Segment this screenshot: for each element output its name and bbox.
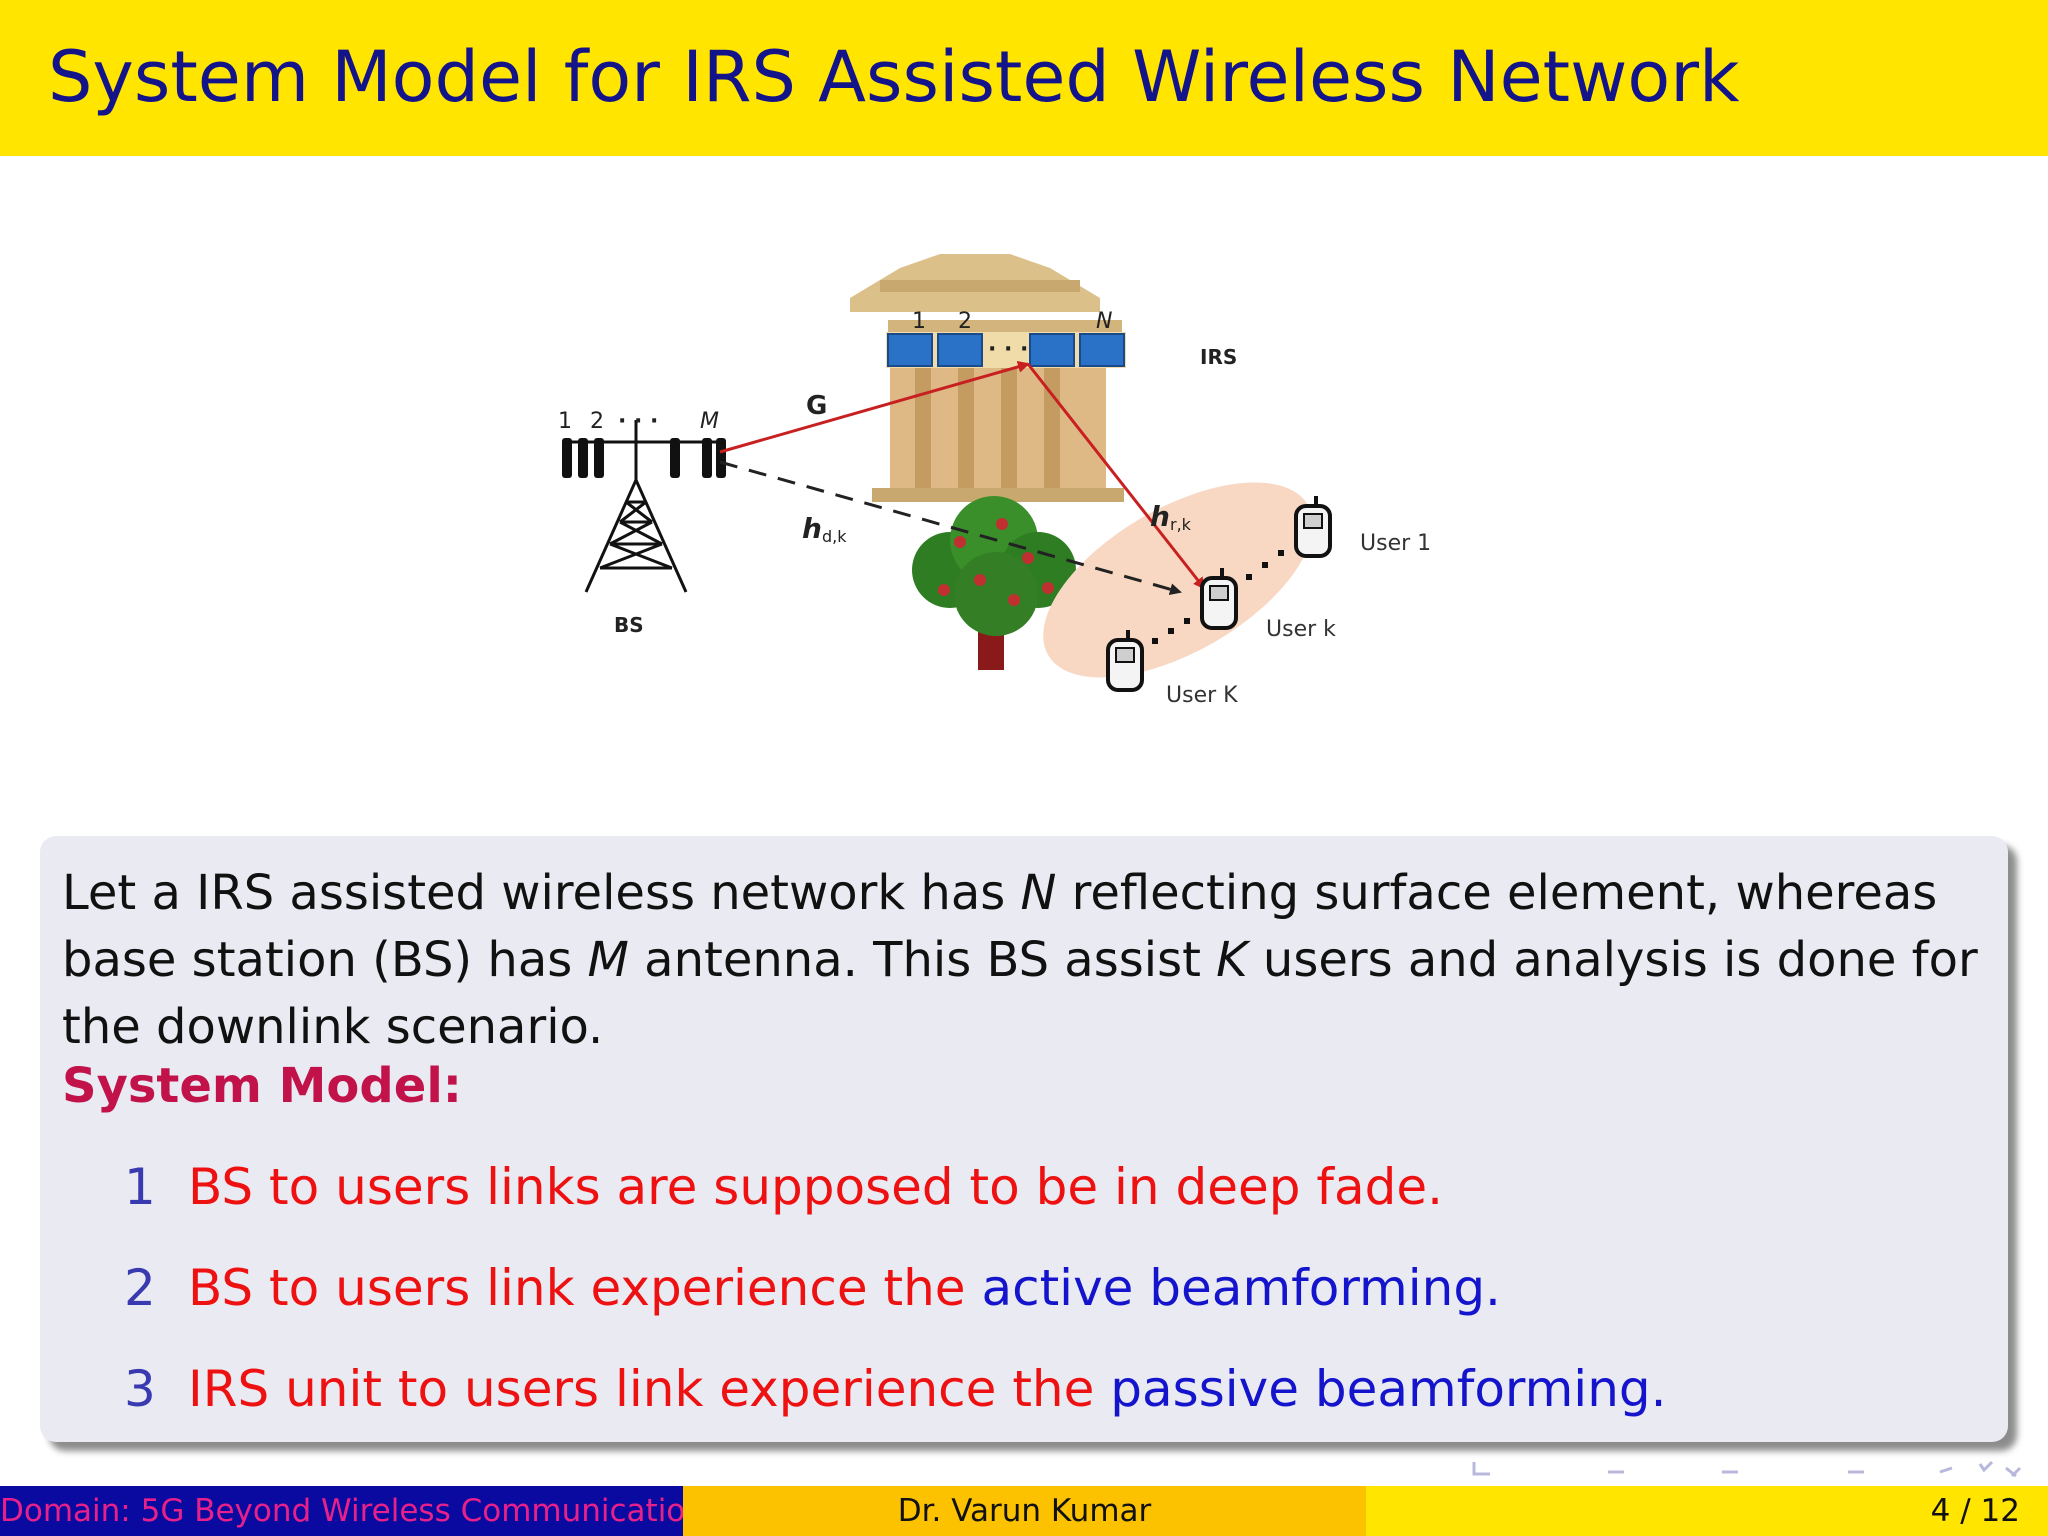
irs-panel <box>886 332 1126 368</box>
irs-system-diagram: 1 2 N · · · IRS 1 2 · · · M BS <box>558 254 1431 708</box>
user-K-label: User K <box>1166 683 1238 708</box>
block-paragraph: Let a IRS assisted wireless network has … <box>62 865 1978 1055</box>
irs-element-dots: · · · <box>988 337 1028 362</box>
list-item-highlight: active beamforming. <box>981 1259 1501 1317</box>
link-direct-subscript: d,k <box>822 527 847 546</box>
title-bar: System Model for IRS Assisted Wireless N… <box>0 0 2048 156</box>
block-heading: System Model: <box>62 1058 462 1114</box>
link-direct-arrow <box>719 460 1182 596</box>
navigation-symbols[interactable] <box>1460 1456 2040 1484</box>
nav-frame-icon <box>1472 1462 1490 1476</box>
nav-search-icon <box>1939 1460 2022 1478</box>
list-item-text: IRS unit to users link experience the <box>188 1360 1111 1418</box>
irs-element-second: 2 <box>958 309 972 334</box>
link-direct-label: h <box>802 512 822 545</box>
footer-author: Dr. Varun Kumar <box>683 1486 1366 1536</box>
link-g-arrow <box>719 360 1030 454</box>
list-item-text: BS to users links are supposed to be in … <box>188 1158 1444 1216</box>
link-reflect-label: h <box>1150 500 1170 533</box>
user-1-label: User 1 <box>1360 531 1431 556</box>
list-item-highlight: passive beamforming. <box>1110 1360 1667 1418</box>
irs-label: IRS <box>1200 345 1237 369</box>
irs-element-last: N <box>1096 309 1112 334</box>
link-g-label: G <box>806 391 827 421</box>
irs-building-icon <box>850 254 1124 502</box>
var-n: N <box>1020 865 1057 921</box>
bs-label: BS <box>614 613 644 637</box>
user-k-phone-icon <box>1200 568 1238 630</box>
irs-element-first: 1 <box>912 309 926 334</box>
footer-page: 4 / 12 <box>1366 1486 2048 1536</box>
bs-antenna-dots: · · · <box>618 409 658 434</box>
content-block: Let a IRS assisted wireless network has … <box>40 836 2008 1442</box>
user-K-phone-icon <box>1106 630 1144 692</box>
list-item-number: 1 <box>124 1158 156 1216</box>
link-reflect-arrow <box>1026 363 1206 590</box>
var-m: M <box>587 932 629 988</box>
link-reflect-subscript: r,k <box>1170 515 1192 534</box>
bs-antenna-first: 1 <box>558 409 572 434</box>
users-dots <box>1152 550 1284 644</box>
list-item: 1 BS to users links are supposed to be in… <box>124 1158 1443 1216</box>
user-k-label: User k <box>1266 617 1336 642</box>
slide-title: System Model for IRS Assisted Wireless N… <box>48 36 1740 118</box>
user-1-phone-icon <box>1294 496 1332 558</box>
bs-antenna-second: 2 <box>590 409 604 434</box>
list-item-number: 2 <box>124 1259 156 1317</box>
footer: Domain: 5G Beyond Wireless Communication… <box>0 1486 2048 1536</box>
users-area <box>1043 482 1313 678</box>
bs-antenna-last: M <box>700 409 719 434</box>
page-number: 4 / 12 <box>1930 1493 2020 1529</box>
list-item-text: BS to users link experience the <box>188 1259 982 1317</box>
var-k: K <box>1216 932 1248 988</box>
footer-domain: Domain: 5G Beyond Wireless Communication <box>0 1486 683 1536</box>
list-item: 2 BS to users link experience the active … <box>124 1259 1501 1317</box>
list-item-number: 3 <box>124 1360 156 1418</box>
bs-antenna-array <box>562 438 726 478</box>
list-item: 3 IRS unit to users link experience the p… <box>124 1360 1667 1418</box>
bs-tower-icon <box>570 420 716 593</box>
